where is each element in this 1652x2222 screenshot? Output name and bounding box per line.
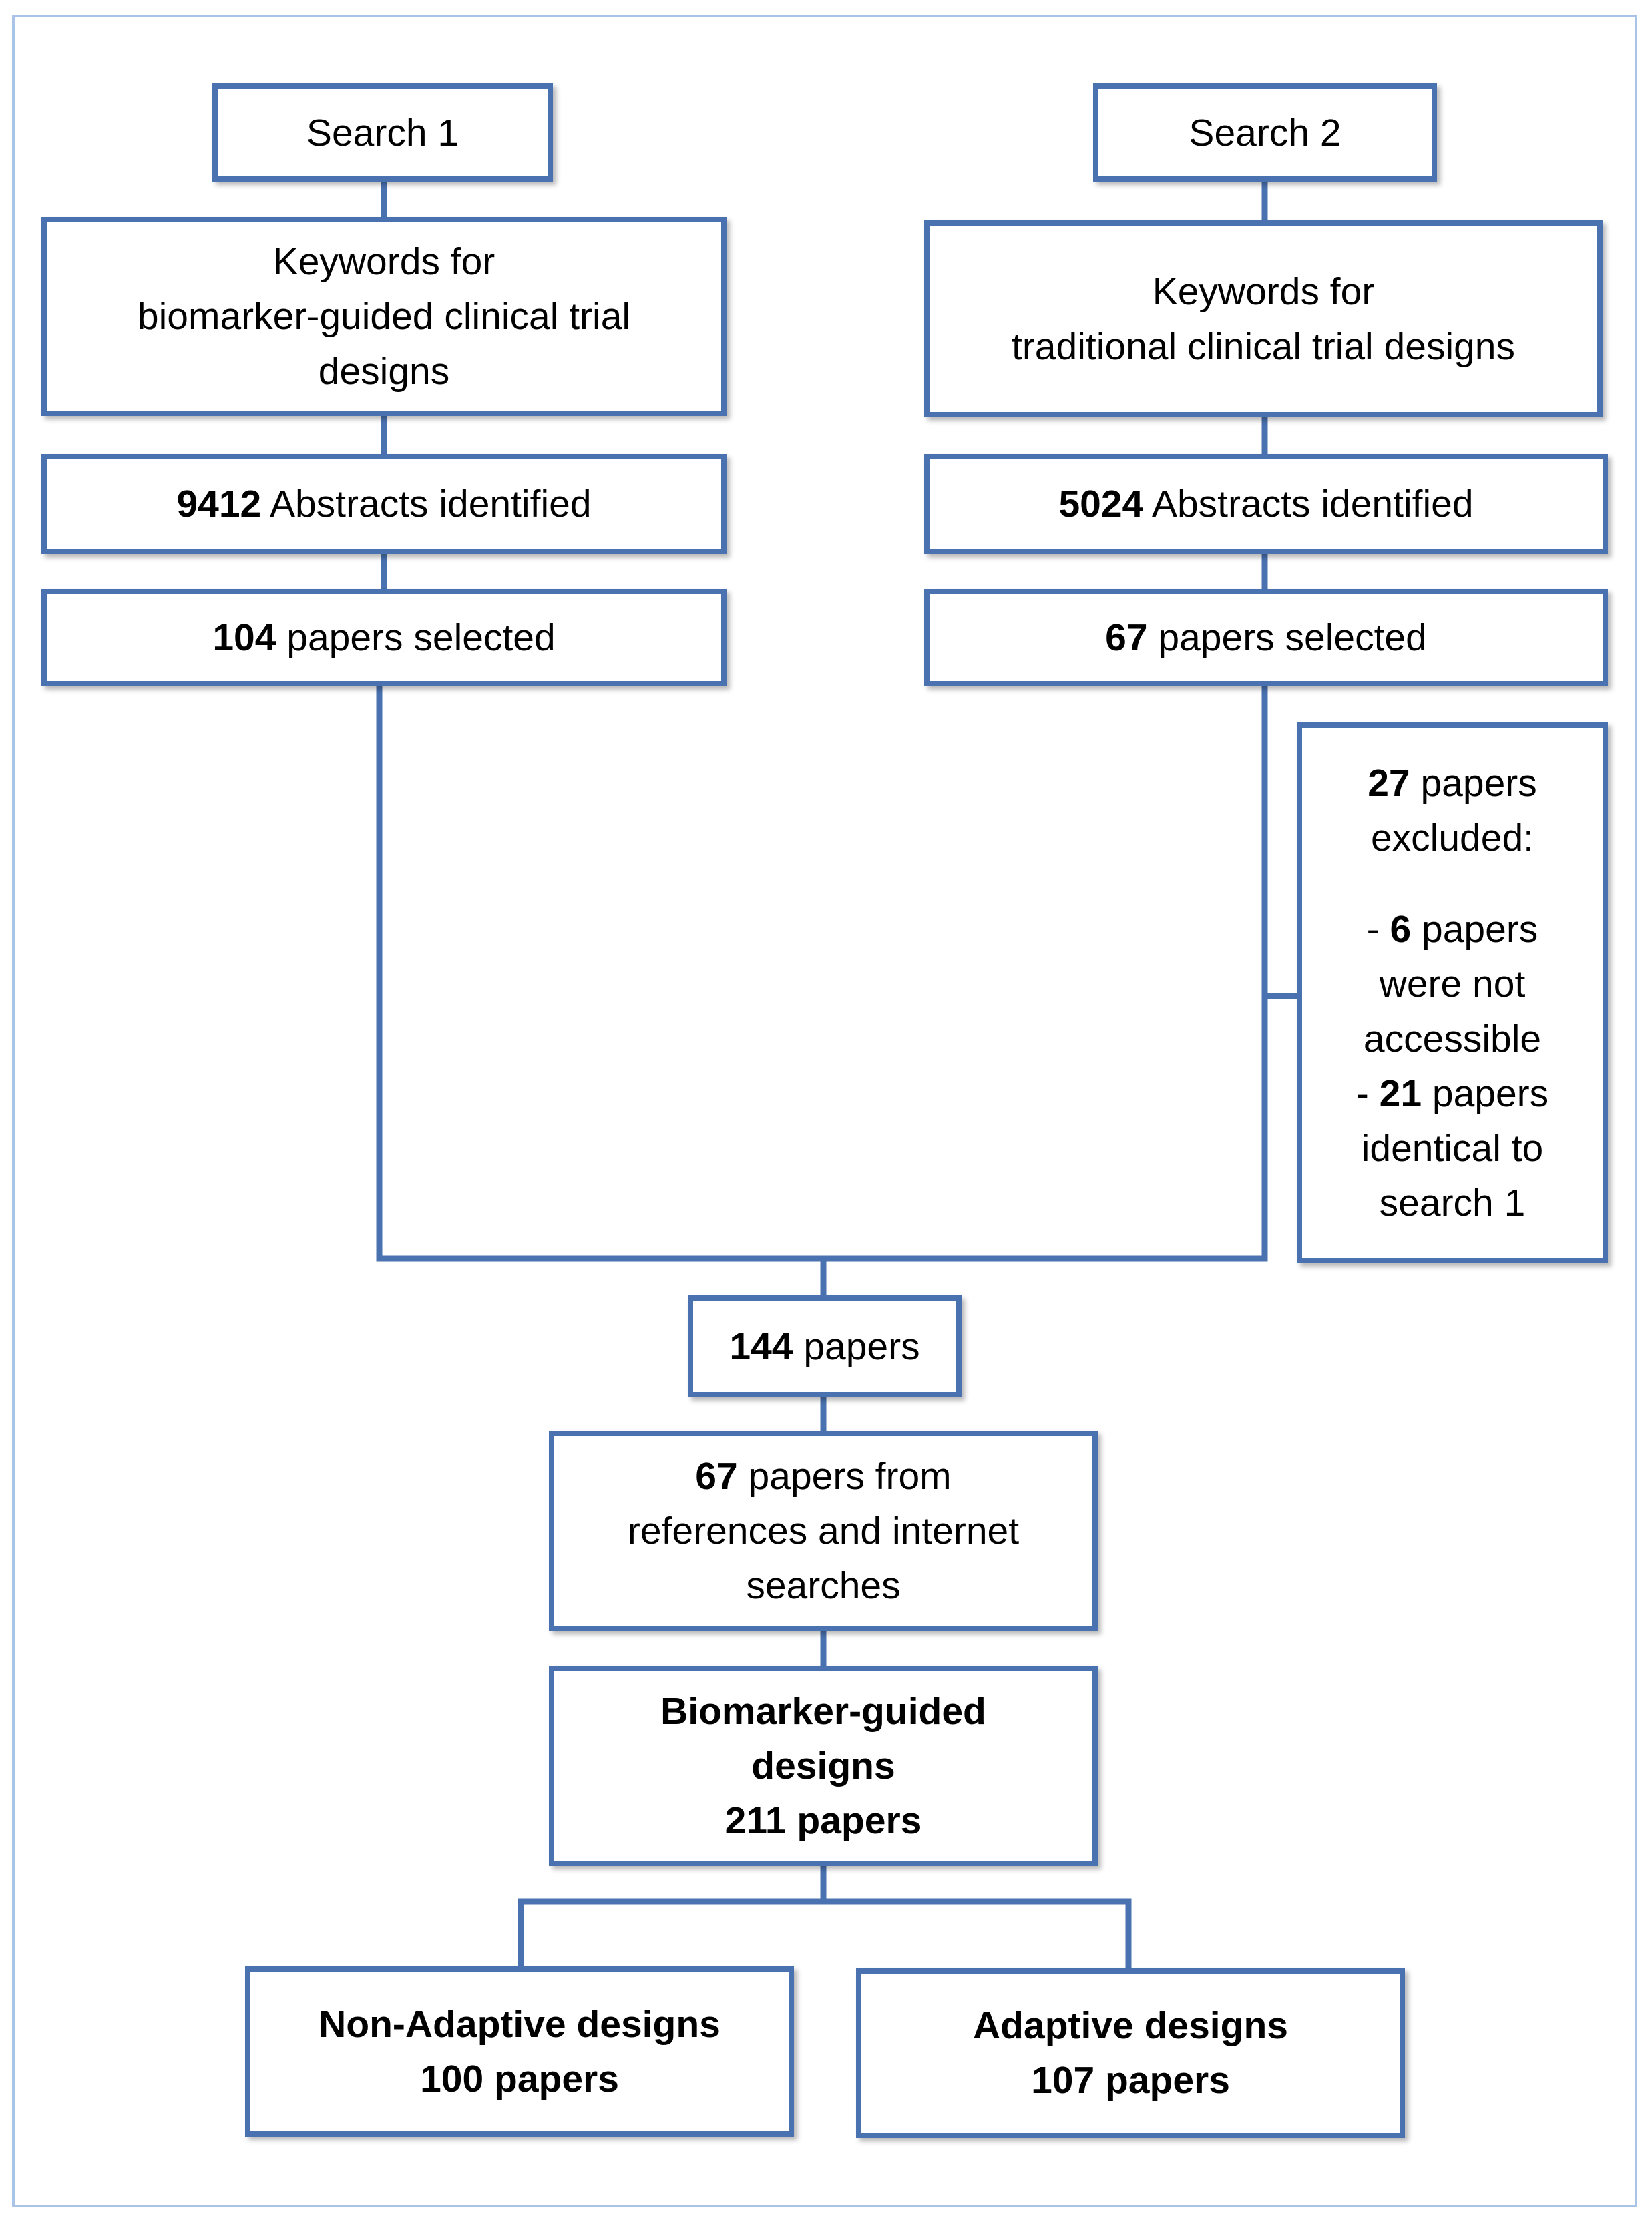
references-line2: references and internet <box>627 1510 1020 1552</box>
search2-selected-box: 67 papers selected <box>924 589 1608 686</box>
search1-abstracts-count: 9412 <box>176 483 262 525</box>
adaptive-line2: 107 papers <box>1031 2059 1230 2102</box>
excluded-item2-prefix: - <box>1356 1072 1380 1115</box>
references-line3: searches <box>746 1564 901 1607</box>
excluded-item2-count: 21 <box>1379 1072 1422 1115</box>
excluded-item1-prefix: - <box>1366 907 1390 951</box>
excluded-line1-rest: papers <box>1410 761 1537 805</box>
excluded-item2-rest: papers <box>1422 1072 1549 1115</box>
search1-abstracts-label: Abstracts identified <box>261 483 592 525</box>
combined-box: 144 papers <box>688 1295 962 1397</box>
search1-selected-box: 104 papers selected <box>41 589 727 686</box>
search1-keywords-line1: Keywords for <box>272 240 495 283</box>
references-box: 67 papers from references and internet s… <box>549 1431 1098 1631</box>
excluded-item1-line2: were not <box>1379 962 1526 1006</box>
biomarker-box: Biomarker-guided designs 211 papers <box>549 1666 1098 1866</box>
references-line1-rest: papers from <box>737 1455 952 1498</box>
excluded-box: 27 papers excluded: - 6 papers were not … <box>1297 722 1608 1263</box>
search2-abstracts-label: Abstracts identified <box>1143 483 1474 525</box>
excluded-item1-line3: accessible <box>1363 1017 1542 1060</box>
search1-selected-label: papers selected <box>276 616 556 659</box>
search1-keywords-box: Keywords for biomarker-guided clinical t… <box>41 217 727 416</box>
search2-keywords-line1: Keywords for <box>1152 270 1375 313</box>
search1-abstracts-box: 9412 Abstracts identified <box>41 454 727 554</box>
adaptive-line1: Adaptive designs <box>973 2004 1288 2047</box>
excluded-item2-line3: search 1 <box>1379 1181 1526 1225</box>
connector-merge <box>376 683 1268 1262</box>
biomarker-line3: 211 papers <box>725 1799 922 1842</box>
excluded-item1-rest: papers <box>1411 907 1538 951</box>
search2-abstracts-box: 5024 Abstracts identified <box>924 454 1608 554</box>
excluded-count: 27 <box>1368 761 1410 805</box>
figure-frame <box>12 15 1637 2207</box>
search1-keywords-line3: designs <box>318 350 450 393</box>
connector-split-bar <box>518 1898 1132 1972</box>
search1-box: Search 1 <box>212 83 553 182</box>
biomarker-line2: designs <box>751 1745 895 1787</box>
adaptive-box: Adaptive designs 107 papers <box>856 1968 1405 2138</box>
search2-selected-count: 67 <box>1105 616 1148 659</box>
search2-box: Search 2 <box>1093 83 1437 182</box>
references-count: 67 <box>695 1455 738 1498</box>
excluded-line2: excluded: <box>1370 816 1534 859</box>
search2-abstracts-count: 5024 <box>1058 483 1144 525</box>
excluded-item2-line2: identical to <box>1361 1126 1544 1170</box>
combined-label: papers <box>793 1325 920 1368</box>
biomarker-line1: Biomarker-guided <box>660 1690 986 1733</box>
non-adaptive-box: Non-Adaptive designs 100 papers <box>245 1966 794 2137</box>
search2-keywords-line2: traditional clinical trial designs <box>1011 324 1516 368</box>
non-adaptive-line1: Non-Adaptive designs <box>319 2002 720 2046</box>
excluded-item1-count: 6 <box>1390 907 1412 951</box>
search2-selected-label: papers selected <box>1147 616 1427 659</box>
search1-keywords-line2: biomarker-guided clinical trial <box>137 295 631 338</box>
search2-title: Search 2 <box>1189 111 1341 154</box>
combined-count: 144 <box>729 1325 793 1368</box>
search2-keywords-box: Keywords for traditional clinical trial … <box>924 220 1603 417</box>
search1-selected-count: 104 <box>212 616 276 659</box>
search1-title: Search 1 <box>306 111 459 154</box>
non-adaptive-line2: 100 papers <box>420 2057 619 2100</box>
